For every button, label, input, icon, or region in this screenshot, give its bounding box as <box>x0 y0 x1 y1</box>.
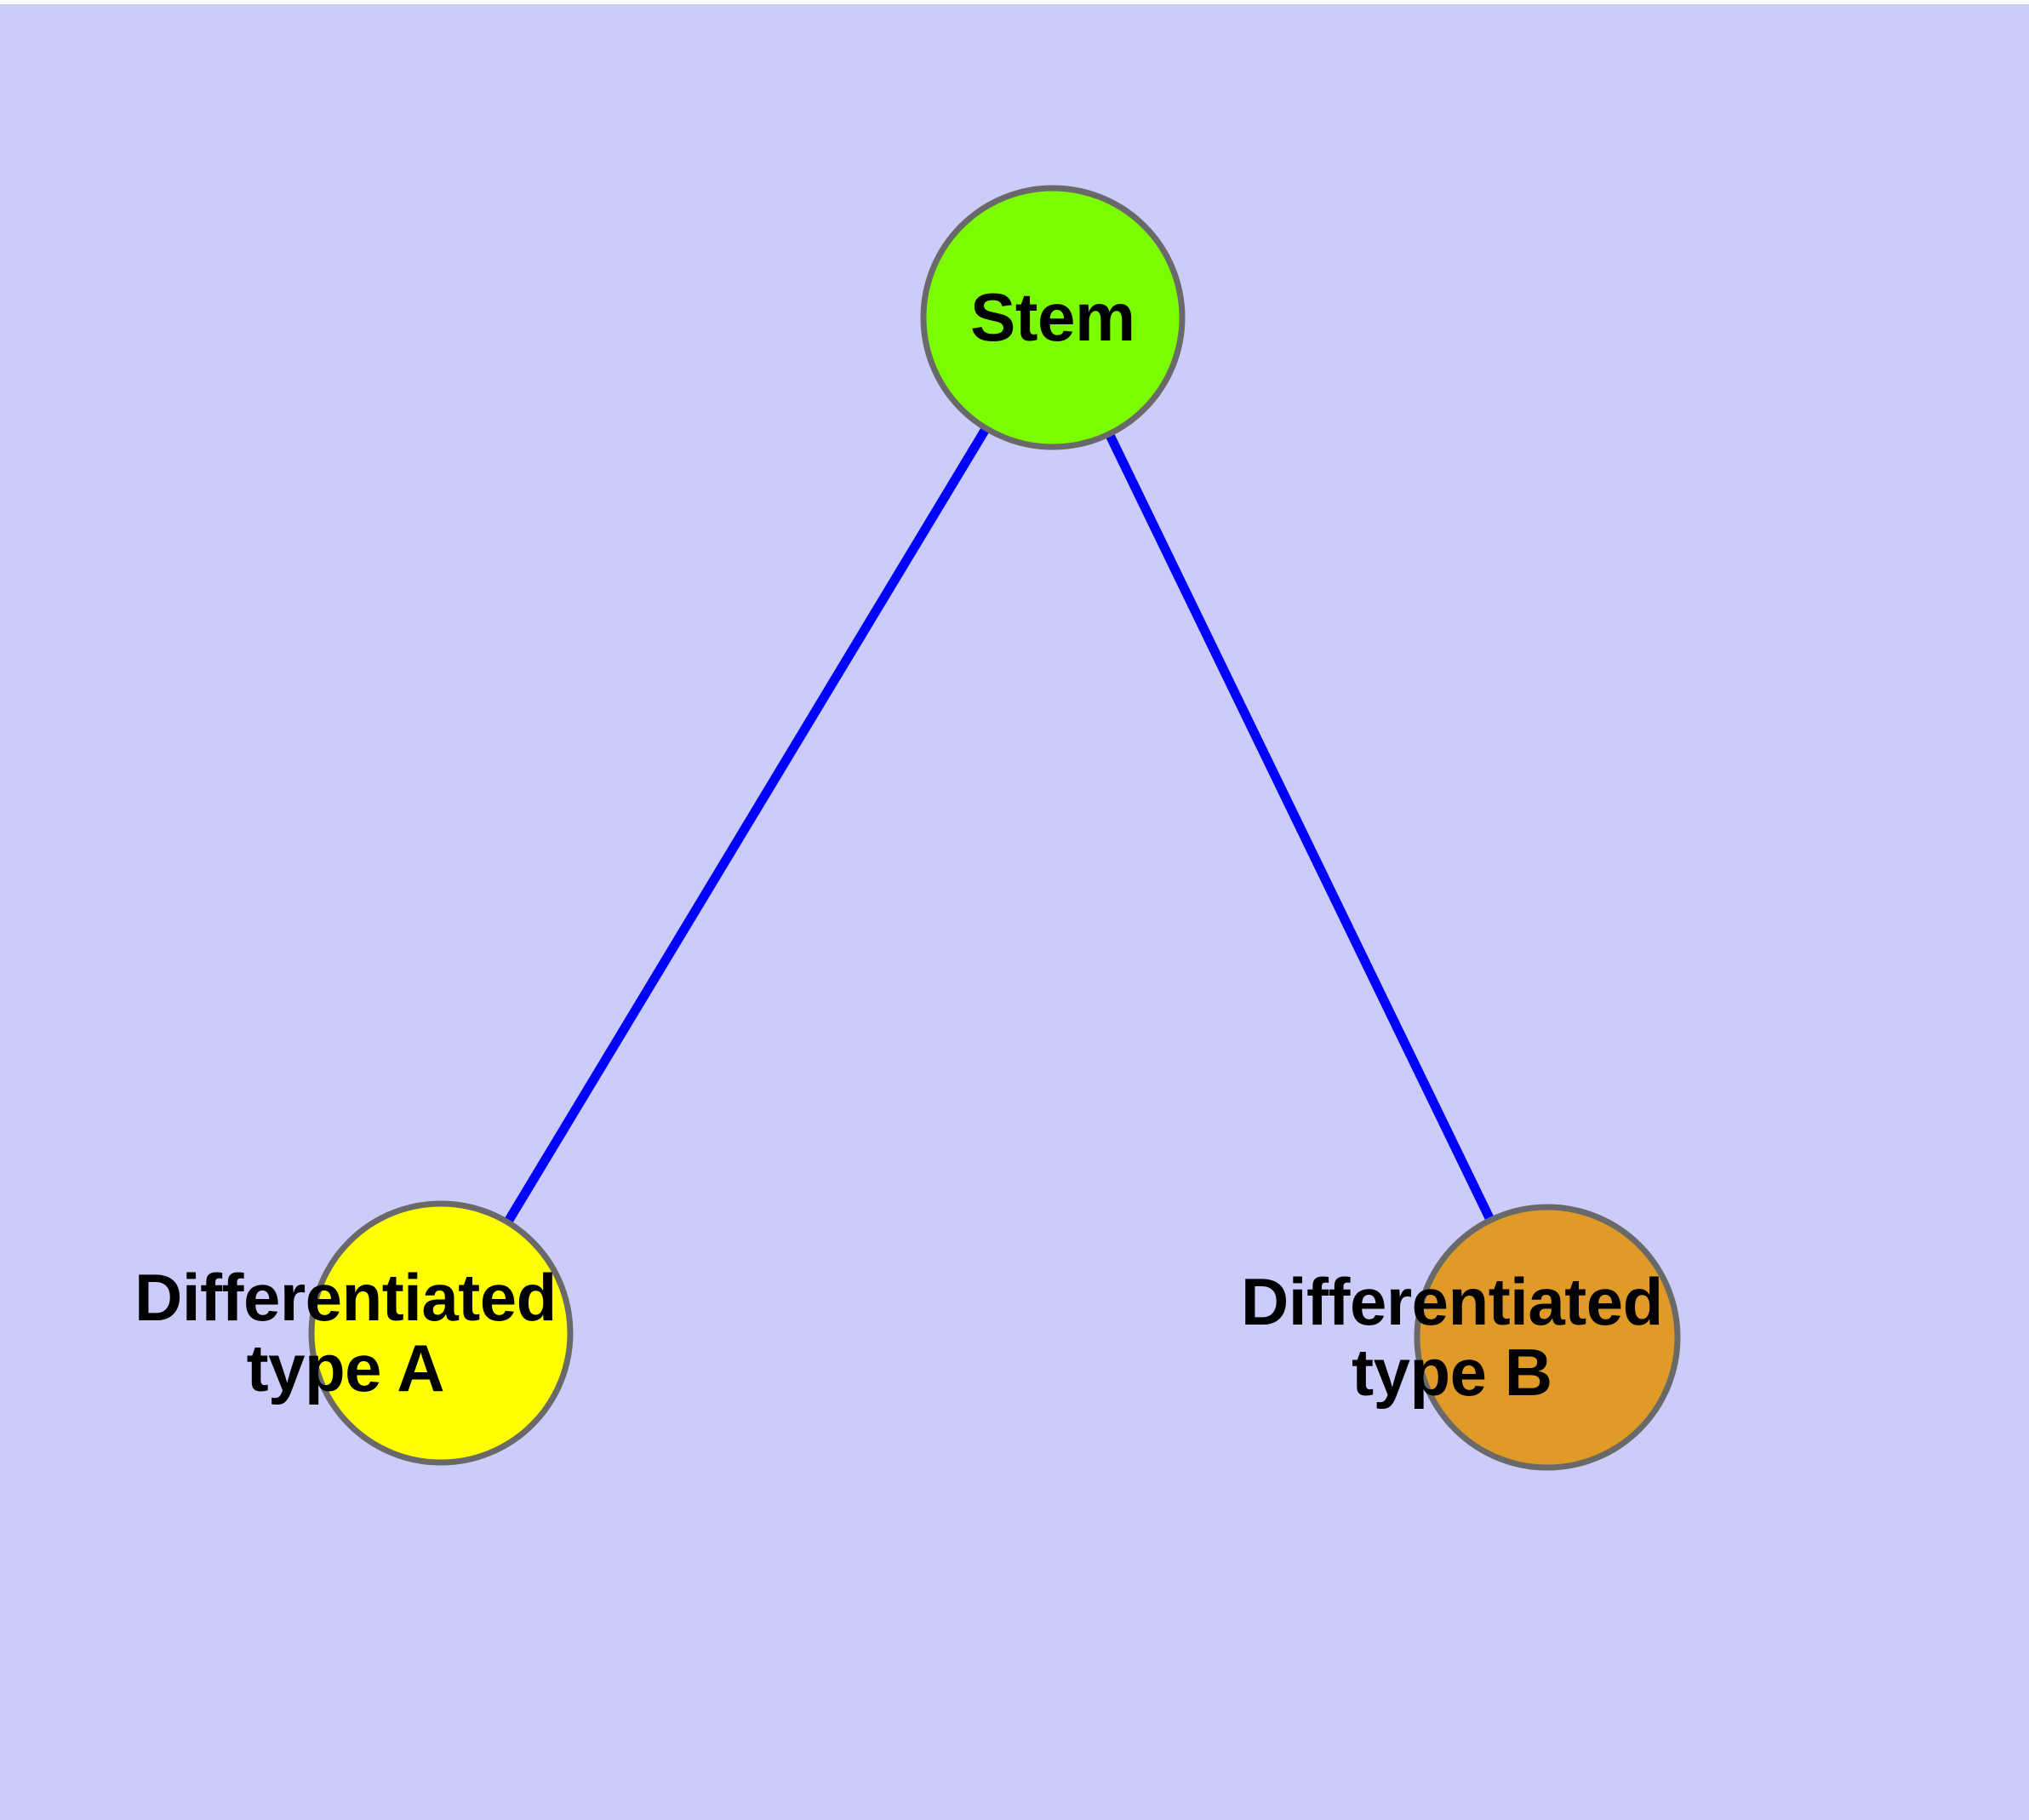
node-label-line: Differentiated <box>134 1259 557 1335</box>
edge-layer <box>437 315 1552 1340</box>
node-label-stem: Stem <box>970 281 1135 354</box>
graph-node-stem[interactable] <box>920 185 1186 450</box>
node-label-line: Stem <box>970 279 1135 355</box>
node-label-line: Differentiated <box>1241 1263 1663 1339</box>
graph-node-diff_a[interactable] <box>308 1200 574 1466</box>
graph-edge[interactable] <box>437 315 1057 1336</box>
graph-node-diff_b[interactable] <box>1414 1204 1681 1471</box>
node-label-line: type B <box>1352 1334 1552 1410</box>
node-label-line: type A <box>246 1330 445 1405</box>
node-layer <box>308 185 1681 1471</box>
graph-edge[interactable] <box>1049 315 1552 1340</box>
